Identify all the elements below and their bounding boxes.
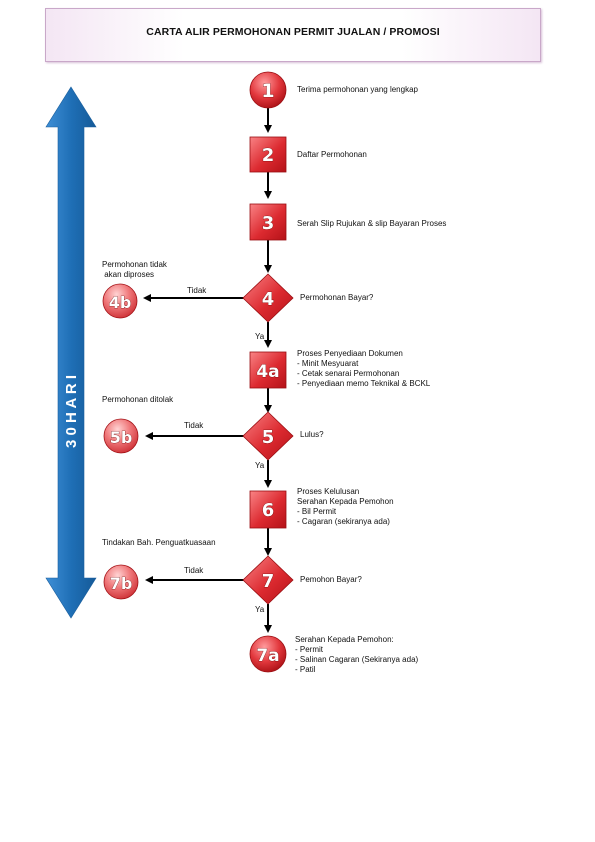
no-branch-connectors bbox=[143, 294, 244, 584]
duration-double-arrow bbox=[45, 86, 97, 619]
branch-no-5: Tidak bbox=[184, 421, 204, 430]
step-4a-label: Proses Penyediaan Dokumen - Minit Mesyua… bbox=[297, 349, 431, 388]
step-5b-label: Permohonan ditolak bbox=[102, 395, 174, 404]
step-4b-circle bbox=[102, 283, 138, 319]
step-7a-circle bbox=[249, 635, 287, 673]
step-3-box bbox=[249, 203, 287, 241]
step-7-label: Pemohon Bayar? bbox=[300, 575, 362, 584]
branch-no-7: Tidak bbox=[184, 566, 204, 575]
step-1-circle bbox=[249, 71, 287, 109]
step-3-label: Serah Slip Rujukan & slip Bayaran Proses bbox=[297, 219, 447, 228]
step-7-number: 7 bbox=[262, 571, 275, 592]
step-4b-label: Permohonan tidak akan diproses bbox=[102, 260, 167, 279]
branch-yes-7: Ya bbox=[255, 605, 265, 614]
step-5-number: 5 bbox=[262, 427, 275, 448]
step-7-diamond bbox=[242, 555, 294, 605]
step-5-label: Lulus? bbox=[300, 430, 324, 439]
step-2-label: Daftar Permohonan bbox=[297, 150, 367, 159]
step-7b-circle bbox=[103, 564, 139, 600]
page-title: CARTA ALIR PERMOHONAN PERMIT JUALAN / PR… bbox=[146, 26, 440, 38]
step-4a-box bbox=[249, 351, 287, 389]
step-7a-number: 7a bbox=[256, 646, 279, 666]
title-box: CARTA ALIR PERMOHONAN PERMIT JUALAN / PR… bbox=[45, 8, 541, 62]
step-2-number: 2 bbox=[262, 145, 275, 166]
step-7a-label: Serahan Kepada Pemohon: - Permit - Salin… bbox=[295, 635, 419, 674]
branch-no-4: Tidak bbox=[187, 286, 207, 295]
step-2-box bbox=[249, 136, 287, 173]
step-4-diamond bbox=[242, 273, 294, 323]
step-6-box bbox=[249, 490, 287, 529]
step-6-label: Proses Kelulusan Serahan Kepada Pemohon … bbox=[297, 487, 394, 526]
duration-label: 3 0 H A R I bbox=[63, 375, 80, 448]
step-7b-label: Tindakan Bah. Penguatkuasaan bbox=[102, 538, 216, 547]
step-1-label: Terima permohonan yang lengkap bbox=[297, 85, 418, 94]
step-3-number: 3 bbox=[262, 213, 275, 234]
step-7b-number: 7b bbox=[110, 574, 133, 593]
step-4b-number: 4b bbox=[109, 293, 132, 312]
step-4-label: Permohonan Bayar? bbox=[300, 293, 374, 302]
step-5-diamond bbox=[242, 411, 294, 461]
step-4-number: 4 bbox=[262, 289, 275, 310]
step-5b-number: 5b bbox=[110, 428, 133, 447]
branch-yes-5: Ya bbox=[255, 461, 265, 470]
step-1-number: 1 bbox=[261, 80, 274, 102]
branch-yes-4: Ya bbox=[255, 332, 265, 341]
step-5b-circle bbox=[103, 418, 139, 454]
step-6-number: 6 bbox=[262, 500, 275, 521]
step-4a-number: 4a bbox=[256, 362, 279, 382]
